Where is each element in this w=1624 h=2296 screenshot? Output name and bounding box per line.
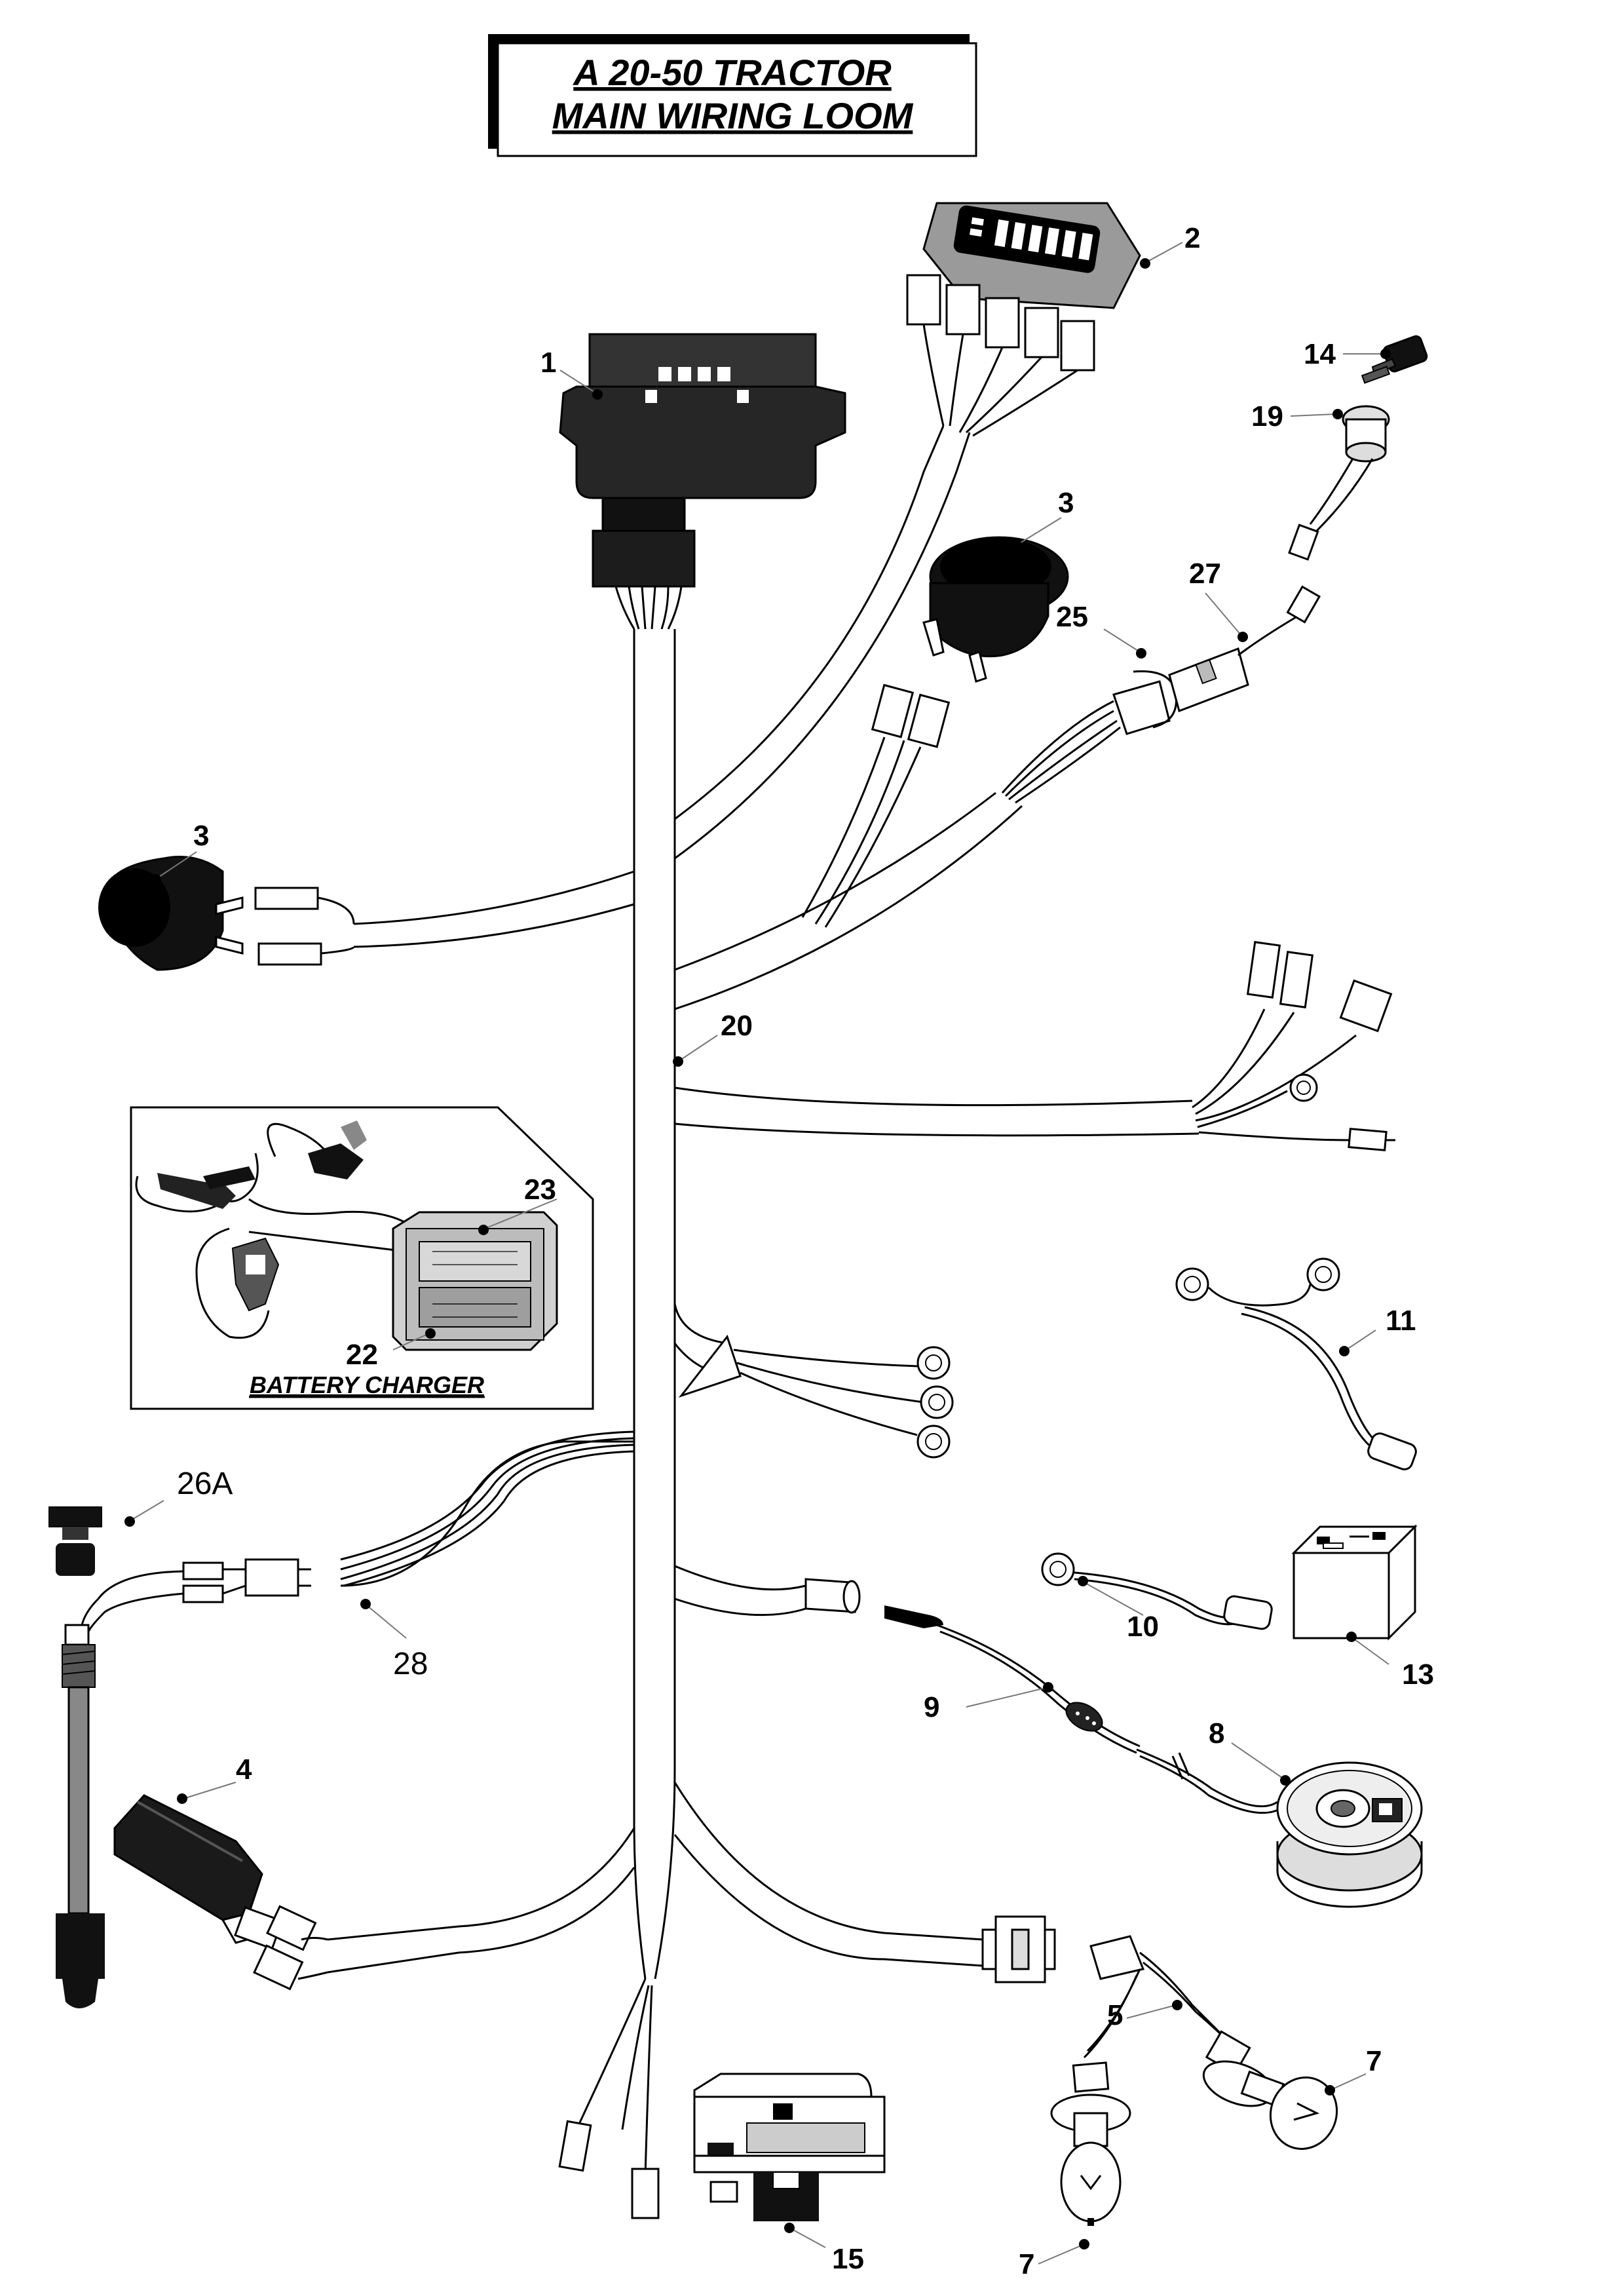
callout-22: 22 xyxy=(346,1339,378,1371)
callout-7-left: 7 xyxy=(1019,2248,1034,2280)
callout-5: 5 xyxy=(1107,1999,1123,2031)
item-20-branch-connectors xyxy=(1192,941,1395,1152)
leader-lines xyxy=(124,242,1391,2265)
item-15-switch xyxy=(693,2073,886,2221)
item-11-earth-lead xyxy=(1175,1257,1417,1470)
item-26a-seat-switch xyxy=(48,1506,105,2008)
item-10-battery-lead xyxy=(1041,1552,1273,1630)
item-3-push-button-upper xyxy=(801,536,1069,928)
callout-15: 15 xyxy=(832,2243,864,2275)
item-7-bulb-left xyxy=(1050,2094,1131,2226)
battery-charger-caption: BATTERY CHARGER xyxy=(250,1371,484,1398)
item-4-relay xyxy=(113,1794,328,1991)
item-25-connector xyxy=(1001,585,1321,804)
callout-10: 10 xyxy=(1127,1611,1159,1643)
item-9-sleeve xyxy=(804,1578,1141,1754)
item-1-control-module xyxy=(559,333,846,630)
callout-28: 28 xyxy=(393,1647,428,1681)
callout-2: 2 xyxy=(1184,222,1200,254)
item-20-loose-ends xyxy=(558,1978,660,2219)
callout-19: 19 xyxy=(1251,400,1283,432)
callout-25: 25 xyxy=(1056,601,1088,633)
callout-26a: 26A xyxy=(177,1466,233,1501)
callout-labels: 1 2 3 3 4 5 7 7 8 9 10 11 13 14 15 19 20… xyxy=(177,222,1434,2280)
item-3-push-button-left xyxy=(98,856,355,971)
callout-20: 20 xyxy=(721,1010,753,1042)
item-14-key xyxy=(1361,335,1428,384)
callout-9: 9 xyxy=(924,1691,939,1723)
title-line-2: MAIN WIRING LOOM xyxy=(552,95,914,136)
callout-13: 13 xyxy=(1402,1658,1434,1691)
item-2-gauge xyxy=(906,202,1141,437)
callout-3-upper: 3 xyxy=(1058,487,1074,519)
main-loom-trunk xyxy=(327,425,1199,1980)
item-8-pto-clutch xyxy=(1136,1748,1423,1908)
callout-11: 11 xyxy=(1386,1305,1416,1337)
item-20-ring-terminals xyxy=(678,1334,954,1459)
item-7-bulb-right xyxy=(1202,2060,1338,2150)
callout-3-left: 3 xyxy=(193,820,209,852)
callout-23: 23 xyxy=(524,1174,556,1206)
callout-1: 1 xyxy=(540,347,556,379)
callout-8: 8 xyxy=(1209,1717,1224,1750)
item-28-harness xyxy=(81,1430,635,1632)
callout-7-right: 7 xyxy=(1366,2045,1382,2077)
callout-27: 27 xyxy=(1189,558,1221,590)
item-13-battery xyxy=(1291,1524,1418,1641)
callout-14: 14 xyxy=(1304,338,1336,370)
callout-4: 4 xyxy=(236,1753,252,1786)
title-block: A 20-50 TRACTOR MAIN WIRING LOOM xyxy=(488,34,977,157)
title-line-1: A 20-50 TRACTOR xyxy=(572,52,892,93)
battery-charger-inset: BATTERY CHARGER xyxy=(130,1106,594,1410)
item-19-ignition-switch xyxy=(1288,405,1390,561)
